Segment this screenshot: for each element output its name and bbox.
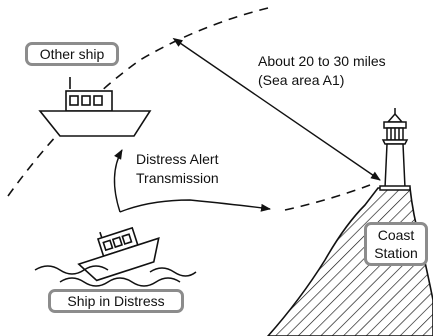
alert-arrow-to-ship: [113, 149, 123, 213]
ship-in-distress-label: Ship in Distress: [48, 289, 184, 313]
distress-alert-line2: Transmission: [136, 170, 219, 186]
waves-icon: [34, 265, 197, 287]
coast-station-label: Coast Station: [364, 222, 428, 266]
coast-station-label-line1: Coast: [377, 227, 415, 243]
alert-arrow-to-coast: [119, 199, 271, 213]
range-line1: About 20 to 30 miles: [258, 53, 386, 69]
range-line2: (Sea area A1): [258, 72, 345, 88]
distress-ship-icon: [77, 226, 160, 282]
distress-alert-line1: Distress Alert: [136, 151, 219, 167]
ship-icon: [38, 77, 152, 137]
lighthouse-icon: [379, 108, 411, 191]
other-ship-label: Other ship: [25, 42, 119, 66]
coast-station-label-line2: Station: [374, 245, 418, 261]
range-text: About 20 to 30 miles (Sea area A1): [258, 52, 386, 90]
other-ship-label-text: Other ship: [39, 46, 105, 62]
ship-in-distress-label-text: Ship in Distress: [67, 293, 165, 309]
alert-arrow-to-coast-dashed: [284, 184, 371, 211]
range-double-arrow: [172, 37, 381, 181]
distress-alert-text: Distress Alert Transmission: [136, 150, 219, 188]
